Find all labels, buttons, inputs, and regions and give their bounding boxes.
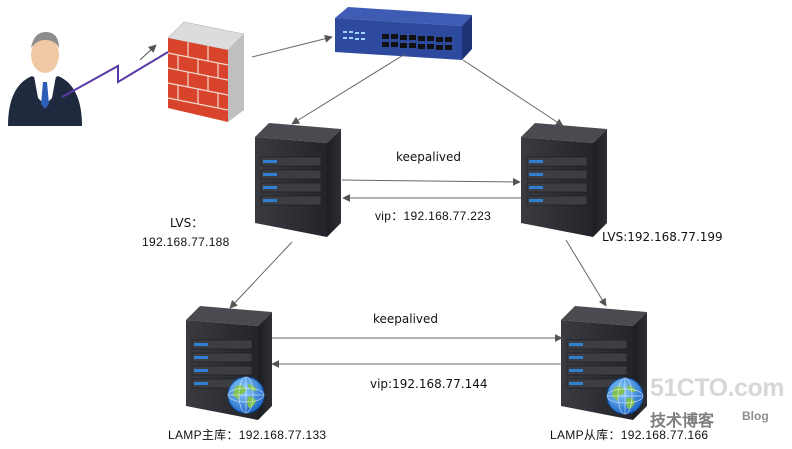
watermark-blog: Blog [742,409,769,423]
firewall-to-switch-arrow [251,34,333,58]
wireless-signal-line [61,51,169,98]
lamp-master-globe-icon [227,376,265,414]
lvs-backup-server-icon [521,123,607,237]
lamp-master-label: LAMP主库：192.168.77.133 [168,428,327,442]
vip-top-label: vip：192.168.77.223 [375,209,492,223]
lamp-slave-globe-icon [606,377,644,415]
lvs-keepalived-arrow [341,177,521,186]
keepalived-top-label: keepalived [396,150,462,164]
user-person-icon [8,31,82,126]
signal-arrow [139,44,157,61]
lamp-slave-label: LAMP从库：192.168.77.166 [550,428,709,442]
lvs-master-to-lamp-arrow [229,241,293,309]
lvs-master-ip-label: 192.168.77.188 [142,235,230,249]
lvs-master-server-icon [255,123,341,237]
keepalived-bottom-label: keepalived [373,312,439,326]
firewall-icon [167,21,245,122]
lvs-backup-to-lamp-arrow [565,239,607,307]
lvs-master-name-label: LVS： [170,216,204,230]
lvs-backup-label: LVS:192.168.77.199 [602,230,723,244]
switch-to-lvs-backup-arrow [462,59,564,127]
network-switch-icon [335,7,472,60]
watermark-subtitle: 技术博客 [650,411,715,430]
switch-to-lvs-master-arrow [291,53,406,125]
watermark-site: 51CTO.com [650,374,784,402]
vip-bottom-label: vip:192.168.77.144 [370,377,488,391]
